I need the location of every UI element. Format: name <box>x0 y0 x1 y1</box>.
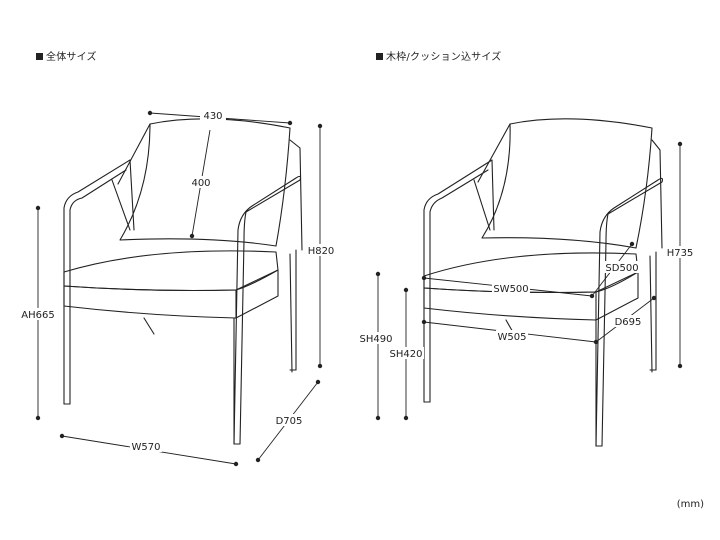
dimension-dots <box>35 110 683 467</box>
dimension-lines <box>37 112 681 465</box>
back-frame-left <box>111 123 303 251</box>
arm-left-left-inner <box>69 169 127 405</box>
square-bullet-icon <box>36 53 43 60</box>
legs-right <box>505 251 657 447</box>
back-frame-right <box>473 123 663 249</box>
label-width-top: 430 <box>203 111 222 122</box>
label-arm-height: AH665 <box>21 310 54 321</box>
back-cushion-left <box>119 118 291 247</box>
arm-right-left <box>233 175 302 445</box>
square-bullet-icon <box>376 53 383 60</box>
label-seat-depth: SD500 <box>605 263 638 274</box>
label-seat-height-cushion: SH490 <box>360 334 393 345</box>
arm-left-left <box>63 159 135 405</box>
seat-front-left <box>63 285 237 319</box>
label-back-cushion: 400 <box>191 178 210 189</box>
title-frame-cushion-text: 木枠/クッション込サイズ <box>386 52 502 63</box>
label-height-right: H735 <box>667 248 694 259</box>
title-frame-cushion-size: 木枠/クッション込サイズ <box>376 48 501 63</box>
unit-label: (mm) <box>676 499 704 510</box>
chair-right-drawing <box>423 118 664 447</box>
label-seat-width: SW500 <box>493 284 528 295</box>
label-depth-left: D705 <box>276 416 303 427</box>
arm-left-right <box>423 159 495 403</box>
seat-cushion-left <box>63 250 279 292</box>
title-overall-size: 全体サイズ <box>36 48 97 63</box>
dimension-labels: 430 400 H820 AH665 D705 W570 H735 SD500 … <box>20 110 696 453</box>
label-width-left: W570 <box>132 442 161 453</box>
back-cushion-right <box>481 118 653 249</box>
label-height-left: H820 <box>308 246 335 257</box>
label-width-right: W505 <box>498 332 527 343</box>
chair-left-drawing <box>63 118 303 445</box>
arm-right-right <box>595 177 664 447</box>
legs-left <box>143 249 297 445</box>
label-depth-right: D695 <box>615 317 642 328</box>
label-seat-height-frame: SH420 <box>390 349 423 360</box>
title-overall-text: 全体サイズ <box>46 52 97 63</box>
